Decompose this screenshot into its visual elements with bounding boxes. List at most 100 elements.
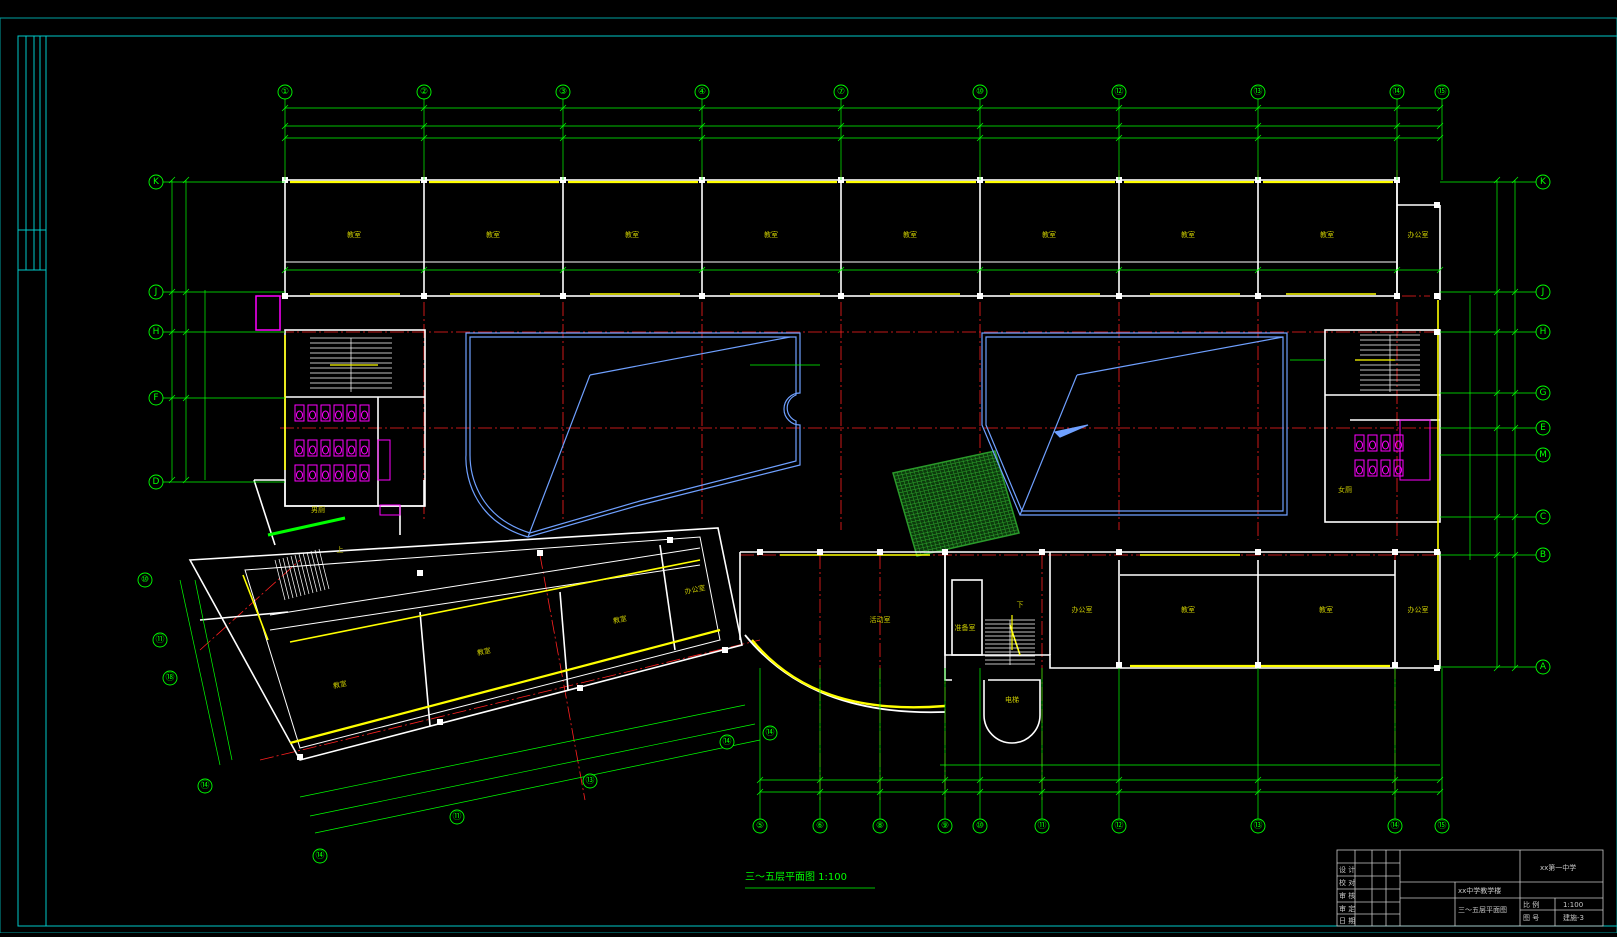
axis-bubble-right: E [1440, 420, 1551, 436]
column [1116, 293, 1122, 299]
room-label: 教室 [347, 230, 361, 239]
room-label: 办公室 [1072, 605, 1093, 614]
column [667, 537, 673, 543]
column [722, 647, 728, 653]
glass-roof [892, 450, 1020, 557]
axis-bubble-bottom: ⑭ [1387, 668, 1403, 834]
column [1116, 549, 1122, 555]
room-label: 教室 [486, 230, 500, 239]
title-block: xx第一中学 xx中学教学楼 三～五层平面图 比 例 1:100 图 号 建施-… [1336, 849, 1604, 927]
svg-text:⑪: ⑪ [452, 811, 461, 822]
svg-text:①: ① [281, 87, 289, 97]
svg-text:A: A [1540, 662, 1547, 672]
column [1255, 549, 1261, 555]
axis-bubble-right: M [1440, 447, 1551, 463]
axis-bubble-wing: ⑭ [312, 848, 328, 864]
svg-text:H: H [1540, 327, 1547, 337]
axis-bubble-wing: ⑬ [582, 773, 598, 789]
svg-text:⑫: ⑫ [1114, 820, 1123, 831]
drawing-caption: 三～五层平面图 1:100 [745, 871, 875, 889]
svg-text:⑨: ⑨ [941, 821, 949, 831]
axis-bubble-right: K [1440, 174, 1551, 190]
svg-text:⑫: ⑫ [1114, 86, 1123, 97]
svg-text:⑬: ⑬ [1253, 820, 1262, 831]
svg-text:②: ② [420, 87, 428, 97]
column [1039, 549, 1045, 555]
axis-bubble-top: ③ [555, 84, 571, 180]
windows [242, 180, 1439, 745]
svg-text:⑬: ⑬ [1253, 86, 1262, 97]
title-scale-value: 1:100 [1563, 901, 1583, 909]
axis-bubble-top: ① [277, 84, 293, 180]
axis-bubble-bottom: ⑫ [1111, 668, 1127, 834]
axis-bubble-bottom: ⑩ [972, 668, 988, 834]
room-label: 男厕 [311, 506, 325, 514]
svg-text:⑭: ⑭ [765, 727, 774, 738]
axis-bubble-left: K [148, 174, 285, 190]
room-label: 教室 [1181, 230, 1195, 239]
column [421, 293, 427, 299]
svg-text:J: J [1541, 287, 1545, 297]
axis-bubble-wing: ⑭ [719, 734, 735, 750]
axis-bubble-wing: ⑪ [449, 809, 465, 825]
column [560, 293, 566, 299]
column [1392, 549, 1398, 555]
svg-text:⑦: ⑦ [837, 87, 845, 97]
svg-text:K: K [1540, 177, 1547, 187]
column [577, 685, 583, 691]
axis-bubble-bottom: ⑥ [812, 668, 828, 834]
axis-bubble-left: H [148, 324, 285, 340]
room-label: 教室 [1181, 605, 1195, 614]
axis-bubble-top: ⑩ [972, 84, 988, 180]
column [1394, 293, 1400, 299]
column [297, 754, 303, 760]
room-label: 办公室 [1408, 605, 1429, 614]
svg-text:D: D [153, 477, 160, 487]
axis-bubble-wing: ⑪ [152, 632, 168, 648]
columns [282, 177, 1440, 760]
room-label: 教室 [625, 230, 639, 239]
axis-bubble-bottom: ⑤ [752, 668, 768, 834]
axis-bubble-top: ⑭ [1389, 84, 1405, 180]
axis-bubble-wing: ⑩ [137, 572, 153, 588]
axis-bubble-right: H [1440, 324, 1551, 340]
svg-text:⑱: ⑱ [165, 672, 174, 683]
svg-text:J: J [154, 287, 158, 297]
axis-bubble-bottom: ⑮ [1434, 668, 1450, 834]
toilet-fixtures [255, 295, 1431, 516]
svg-text:⑩: ⑩ [141, 575, 149, 585]
svg-text:⑪: ⑪ [155, 634, 164, 645]
svg-text:⑮: ⑮ [1437, 86, 1446, 97]
column [1255, 293, 1261, 299]
room-label: 活动室 [870, 615, 891, 624]
svg-text:⑭: ⑭ [1390, 820, 1399, 831]
svg-text:⑬: ⑬ [585, 775, 594, 786]
dimension-lines [171, 107, 1516, 834]
svg-text:⑩: ⑩ [976, 821, 984, 831]
room-label: 下 [1017, 601, 1024, 609]
svg-text:G: G [1540, 388, 1547, 398]
title-row-2: 校 对 [1339, 878, 1355, 887]
axis-bubble-top: ④ [694, 84, 710, 180]
stairs [274, 334, 1420, 665]
room-label: 电梯 [1005, 695, 1019, 704]
caption-text: 三～五层平面图 1:100 [745, 871, 847, 883]
axis-bubble-top: ② [416, 84, 432, 180]
svg-text:E: E [1540, 423, 1546, 433]
axis-bubble-top: ⑦ [833, 84, 849, 180]
column [1434, 549, 1440, 555]
svg-text:⑭: ⑭ [315, 850, 324, 861]
column [1116, 662, 1122, 668]
svg-text:⑩: ⑩ [976, 87, 984, 97]
axis-bubble-left: D [148, 474, 285, 490]
svg-text:⑮: ⑮ [1437, 820, 1446, 831]
column [1434, 293, 1440, 299]
column [977, 293, 983, 299]
room-label: 教室 [1319, 605, 1333, 614]
title-row-1: 设 计 [1339, 865, 1355, 874]
axis-bubble-wing: ⑱ [162, 670, 178, 686]
axis-bubble-top: ⑮ [1434, 84, 1450, 180]
room-label: 教室 [612, 614, 628, 626]
